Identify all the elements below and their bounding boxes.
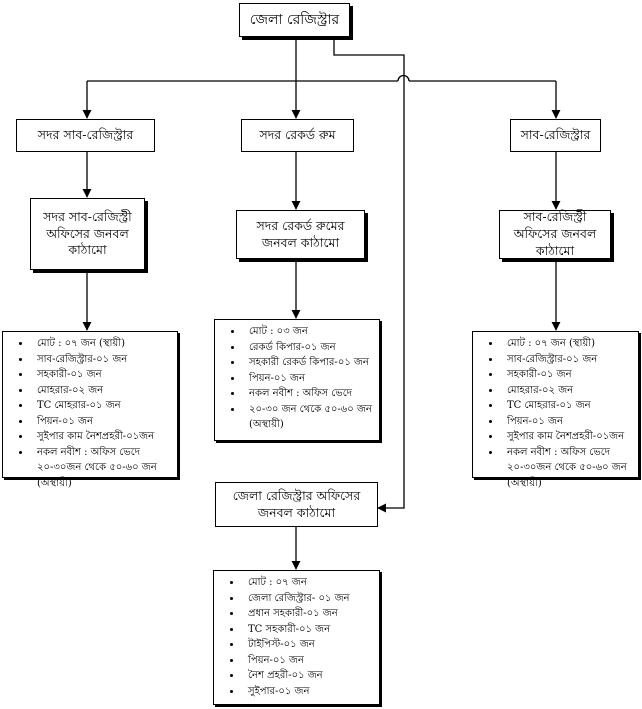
list-item: মোট : ০৭ জন (স্থায়ী) [31, 336, 173, 352]
list-sadar-record-staff: মোট : ০৩ জন রেকর্ড কিপার-০১ জন সহকারী রে… [214, 319, 380, 441]
list-item: সহকারী-০১ জন [31, 367, 173, 383]
list-item: জেলা রেজিস্ট্রার- ০১ জন [242, 591, 375, 607]
list-item: পিয়ন-০১ জন [243, 371, 375, 387]
list-item: নৈশ প্রহরী-০১ জন [242, 668, 375, 684]
list-item: মোহরার-০২ জন [501, 383, 634, 399]
list-item: সাব-রেজিস্ট্রার-০১ জন [31, 352, 173, 368]
list-item: নকল নবীশ : অফিস ভেদে [243, 386, 375, 402]
list-item: সুইপার-০১ জন [242, 684, 375, 700]
list-item: TC মোহরার-০১ জন [31, 398, 173, 414]
list-item: ২০-৩০ জন থেকে ৫০-৬০ জন (অস্থায়ী) [243, 402, 375, 433]
list-item: নকল নবীশ : অফিস ভেদে ২০-৩০জন থেকে ৫০-৬০ … [501, 445, 634, 492]
list-item: সুইপার কাম নৈশপ্রহরী-০১জন [31, 429, 173, 445]
box-sub-registrar: সাব-রেজিস্ট্রার [510, 119, 601, 152]
list-item: সহকারী রেকর্ড কিপার-০১ জন [243, 355, 375, 371]
list-item: পিয়ন-০১ জন [242, 653, 375, 669]
list-district-staff: মোট : ০৭ জন জেলা রেজিস্ট্রার- ০১ জন প্রধ… [213, 570, 380, 705]
list-item: TC সহকারী-০১ জন [242, 622, 375, 638]
list-item: মোট : ০৭ জন (স্থায়ী) [501, 336, 634, 352]
list-item: সাব-রেজিস্ট্রার-০১ জন [501, 352, 634, 368]
list-item: পিয়ন-০১ জন [31, 414, 173, 430]
list-item: মোট : ০৩ জন [243, 324, 375, 340]
list-item: পিয়ন-০১ জন [501, 414, 634, 430]
box-sadar-record-office-structure: সদর রেকর্ড রুমের জনবল কাঠামো [236, 210, 365, 259]
box-sadar-sub-office-structure: সদর সাব-রেজিস্ট্রী অফিসের জনবল কাঠামো [30, 198, 145, 270]
box-district-registrar: জেলা রেজিস্ট্রার [239, 3, 350, 37]
box-sadar-sub-registrar: সদর সাব-রেজিস্ট্রার [16, 119, 155, 152]
list-item: সুইপার কাম নৈশপ্রহরী-০১জন [501, 429, 634, 445]
list-item: প্রধান সহকারী-০১ জন [242, 606, 375, 622]
list-item: TC মোহরার-০১ জন [501, 398, 634, 414]
list-item: রেকর্ড কিপার-০১ জন [243, 340, 375, 356]
list-sub-registrar-staff: মোট : ০৭ জন (স্থায়ী) সাব-রেজিস্ট্রার-০১… [472, 331, 639, 489]
list-item: সহকারী-০১ জন [501, 367, 634, 383]
list-item: টাইপিস্ট-০১ জন [242, 637, 375, 653]
list-item: নকল নবীশ : অফিস ভেদে ২০-৩০জন থেকে ৫০-৬০ … [31, 445, 173, 492]
box-district-office-structure: জেলা রেজিস্ট্রার অফিসের জনবল কাঠামো [215, 482, 378, 527]
list-item: মোহরার-০২ জন [31, 383, 173, 399]
box-sub-office-structure: সাব-রেজিস্ট্রী অফিসের জনবল কাঠামো [499, 209, 611, 259]
box-sadar-record-room: সদর রেকর্ড রুম [241, 119, 354, 152]
list-item: মোট : ০৭ জন [242, 575, 375, 591]
list-sadar-sub-staff: মোট : ০৭ জন (স্থায়ী) সাব-রেজিস্ট্রার-০১… [2, 331, 178, 489]
link-to-district-office [333, 37, 405, 513]
